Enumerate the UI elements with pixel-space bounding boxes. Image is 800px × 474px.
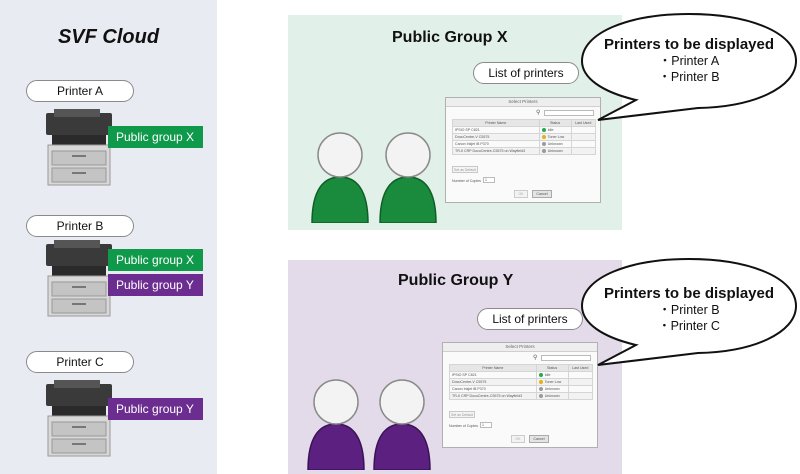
group-x-bubble-title: Printers to be displayed — [603, 36, 775, 53]
group-y-bubble-item: ・Printer B — [658, 303, 720, 317]
public-group-y-title: Public Group Y — [398, 272, 514, 289]
col-printer-name: Printer Name — [449, 364, 537, 372]
col-status: Status — [538, 119, 572, 127]
group-x-user-2-icon — [379, 132, 437, 223]
copies-label: Number of Copies — [452, 179, 481, 183]
col-printer-name: Printer Name — [452, 119, 540, 127]
group-y-user-1-icon — [307, 379, 365, 470]
set-default-button[interactable]: Set as Default — [452, 166, 478, 173]
ok-button[interactable]: OK — [511, 435, 525, 443]
group-x-speech-bubble: Printers to be displayed ・Printer A ・Pri… — [578, 10, 800, 127]
table-row[interactable]: DocuCentre-V C5575 Toner Low — [449, 378, 594, 386]
copies-label: Number of Copies — [449, 424, 478, 428]
table-row[interactable]: IPSiO SP C821 Idle — [452, 126, 597, 134]
table-row[interactable]: TR-II CRP DocuCentre-C5575 on Wayfield3 … — [452, 147, 597, 155]
search-input[interactable] — [541, 355, 591, 361]
copies-input[interactable]: 1 — [483, 177, 495, 183]
printer-table: Printer Name Status Last Used IPSiO SP C… — [452, 119, 597, 155]
printer-a-icon — [46, 109, 112, 186]
printer-c-group-y-tag: Public group Y — [108, 398, 203, 420]
public-group-x-title: Public Group X — [392, 29, 508, 46]
copies-input[interactable]: 1 — [480, 422, 492, 428]
group-y-bubble-item: ・Printer C — [658, 319, 720, 333]
group-x-select-printers-dialog: Select Printers ⚲ Printer Name Status La… — [445, 97, 601, 203]
printer-c-label: Printer C — [26, 351, 134, 373]
group-y-bubble-title: Printers to be displayed — [603, 285, 775, 302]
col-status: Status — [535, 364, 569, 372]
search-icon[interactable]: ⚲ — [536, 110, 541, 116]
ok-button[interactable]: OK — [514, 190, 528, 198]
table-row[interactable]: DocuCentre-V C5575 Toner Low — [452, 133, 597, 141]
search-input[interactable] — [544, 110, 594, 116]
dialog-title: Select Printers — [446, 98, 600, 107]
search-icon[interactable]: ⚲ — [533, 355, 538, 361]
printer-b-label: Printer B — [26, 215, 134, 237]
set-default-button[interactable]: Set as Default — [449, 411, 475, 418]
group-y-user-2-icon — [373, 379, 431, 470]
speech-bubble-shape — [580, 12, 798, 121]
public-group-y-panel: Public Group Y List of printers Select P… — [288, 260, 622, 474]
table-row[interactable]: Canon Inkjet iB P370 Unknown — [452, 140, 597, 148]
printer-b-icon — [46, 240, 112, 317]
printer-b-group-y-tag: Public group Y — [108, 274, 203, 296]
svf-cloud-title: SVF Cloud — [57, 26, 160, 48]
group-y-list-of-printers-label: List of printers — [477, 308, 583, 330]
dialog-title: Select Printers — [443, 343, 597, 352]
public-group-x-panel: Public Group X List of printers Select P… — [288, 15, 622, 230]
table-row[interactable]: TR-II CRP DocuCentre-C5575 on Wayfield3 … — [449, 392, 594, 400]
cancel-button[interactable]: Cancel — [529, 435, 549, 443]
cancel-button[interactable]: Cancel — [532, 190, 552, 198]
group-y-speech-bubble: Printers to be displayed ・Printer B ・Pri… — [578, 255, 800, 372]
group-y-select-printers-dialog: Select Printers ⚲ Printer Name Status La… — [442, 342, 598, 448]
printer-c-icon — [46, 380, 112, 457]
printer-a-label: Printer A — [26, 80, 134, 102]
printer-table: Printer Name Status Last Used IPSiO SP C… — [449, 364, 594, 400]
group-x-bubble-item: ・Printer B — [658, 70, 720, 84]
group-x-list-of-printers-label: List of printers — [473, 62, 579, 84]
printer-a-group-x-tag: Public group X — [108, 126, 203, 148]
table-row[interactable]: Canon Inkjet iB P370 Unknown — [449, 385, 594, 393]
table-row[interactable]: IPSiO SP C821 Idle — [449, 371, 594, 379]
printer-b-group-x-tag: Public group X — [108, 249, 203, 271]
group-x-bubble-item: ・Printer A — [658, 54, 720, 68]
speech-bubble-shape — [580, 257, 798, 366]
group-x-user-1-icon — [311, 132, 369, 223]
